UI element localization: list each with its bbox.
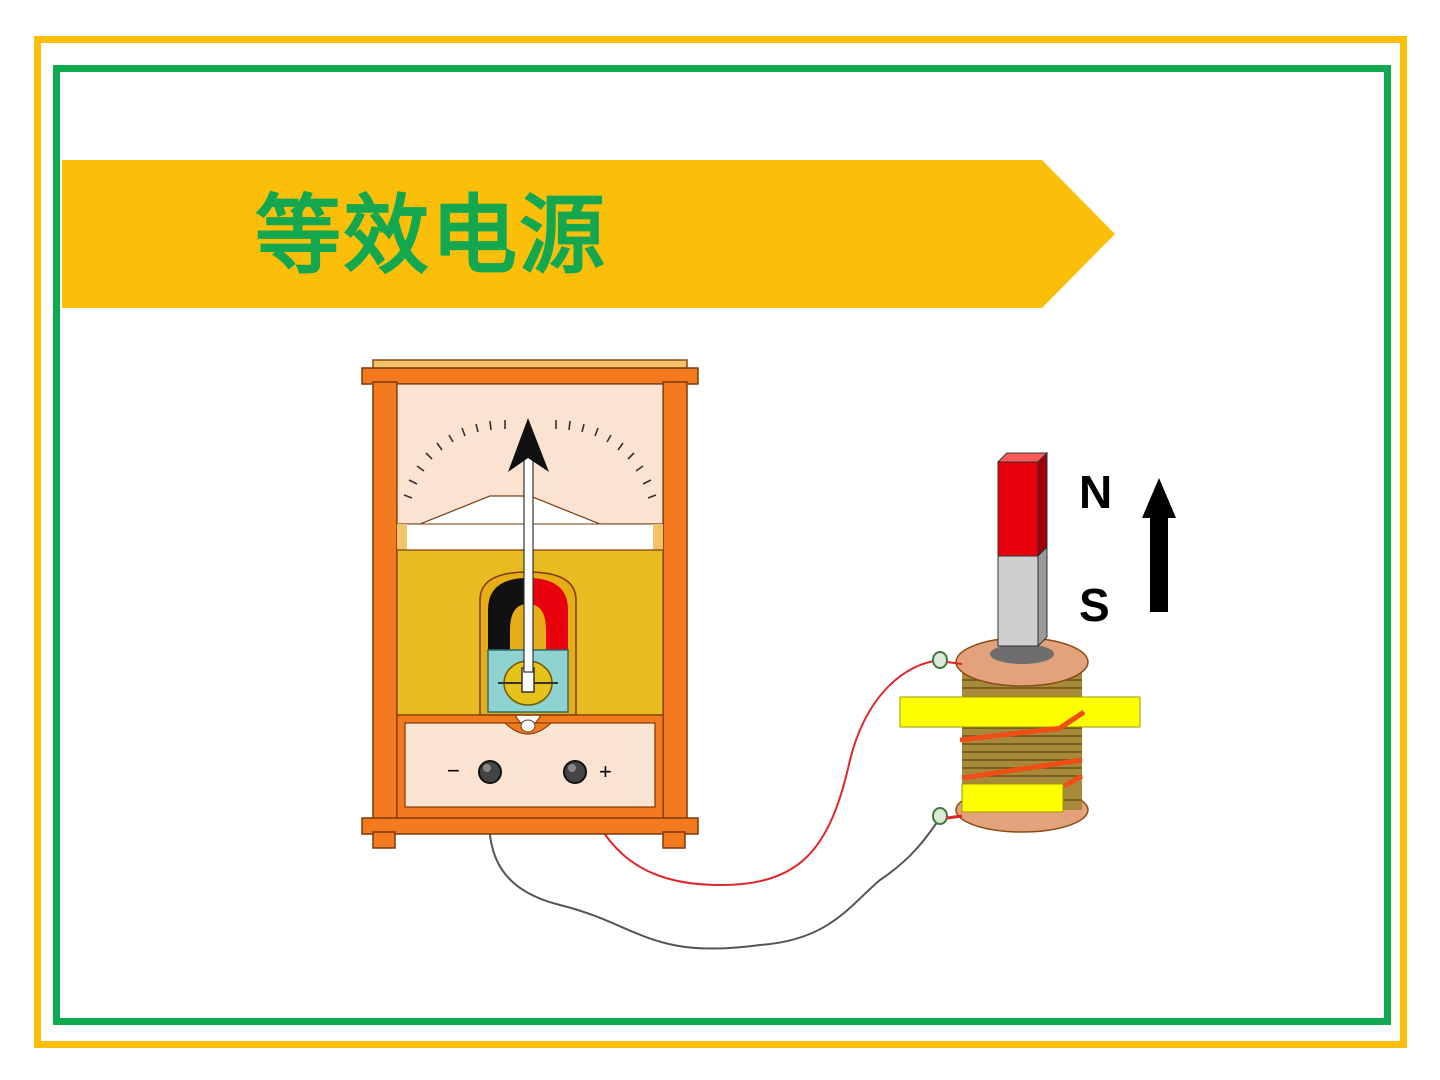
meter-magnet-red <box>528 578 568 650</box>
positive-terminal <box>563 760 587 784</box>
coil-terminal-bottom <box>932 807 963 825</box>
positive-wire <box>574 659 941 887</box>
galvanometer <box>361 359 699 849</box>
up-arrow-icon <box>1142 478 1176 612</box>
highlight-bar-bottom <box>961 783 1064 813</box>
solenoid-coil <box>899 637 1141 833</box>
negative-terminal <box>478 760 502 784</box>
coil-terminal-top <box>932 651 963 669</box>
magnet-north-label: N <box>1079 466 1113 518</box>
negative-terminal-label: − <box>447 758 460 783</box>
meter-needle <box>508 418 549 673</box>
outer-border <box>34 36 1407 1048</box>
bar-magnet <box>996 451 1049 648</box>
magnet-south-label: S <box>1079 579 1110 631</box>
inner-border <box>53 65 1391 1025</box>
positive-terminal-label: + <box>599 759 612 784</box>
negative-wire <box>487 781 941 950</box>
meter-magnet-black <box>488 578 528 650</box>
highlight-bar-top <box>899 696 1141 728</box>
title-banner: 等效电源 <box>62 160 1117 308</box>
slide-title: 等效电源 <box>255 186 607 286</box>
meter-scale-ticks <box>403 420 657 499</box>
